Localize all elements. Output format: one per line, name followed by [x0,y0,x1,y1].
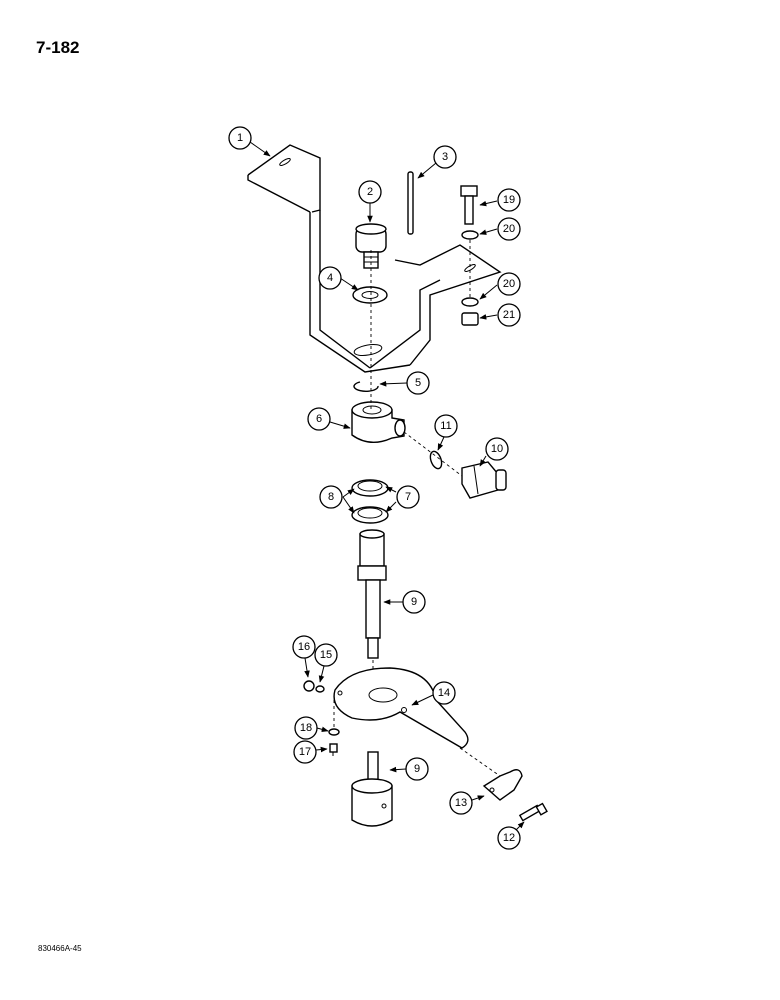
callout-9-upper-label: 9 [411,596,417,608]
callout-9-lower-label: 9 [414,763,420,775]
callout-21: 21 [497,303,521,327]
callout-8: 8 [319,485,343,509]
callout-7-label: 7 [405,491,411,503]
flat-washer-part-top [461,230,479,240]
lever-part [333,667,469,749]
callout-11-label: 11 [440,420,451,432]
callout-3-label: 3 [442,151,448,163]
callout-20-upper-label: 20 [503,223,515,235]
screw-part [329,743,338,756]
callout-8-label: 8 [328,491,334,503]
callout-20-upper: 20 [497,217,521,241]
grease-fitting-part [355,223,387,269]
callout-12: 12 [497,826,521,850]
callout-1-label: 1 [237,132,243,144]
callout-15-label: 15 [320,649,332,661]
callout-3: 3 [433,145,457,169]
callout-18-label: 18 [300,722,312,734]
callout-4: 4 [318,266,342,290]
callout-17-label: 17 [299,746,311,758]
callout-2: 2 [358,180,382,204]
callout-10: 10 [485,437,509,461]
callout-19-label: 19 [503,194,515,206]
callout-10-label: 10 [491,443,503,455]
shaft-end-part [351,751,393,827]
cap-screw-part [460,185,478,225]
callout-7: 7 [396,485,420,509]
nut-part [303,680,315,692]
shaft-part [357,529,387,659]
washer-part [352,286,388,304]
flat-washer-part-bottom [461,297,479,307]
callout-13-label: 13 [455,797,467,809]
callout-14-label: 14 [438,687,450,699]
callout-17: 17 [293,740,317,764]
seal-parts [351,479,389,524]
page-number: 7-182 [36,38,80,57]
small-washer-part [328,728,340,736]
callout-5-label: 5 [415,377,421,389]
callout-20-lower: 20 [497,272,521,296]
callout-5: 5 [406,371,430,395]
rod-part [407,171,414,235]
callout-16: 16 [292,635,316,659]
hex-nut-part [461,312,479,326]
callout-11: 11 [434,414,458,438]
callout-12-label: 12 [503,832,515,844]
callout-18: 18 [294,716,318,740]
callout-4-label: 4 [327,272,333,284]
elbow-fitting-part [461,461,507,499]
callout-2-label: 2 [367,186,373,198]
callout-6: 6 [307,407,331,431]
callout-14: 14 [432,681,456,705]
bracket-part [247,144,502,373]
housing-part [351,401,406,443]
callout-16-label: 16 [298,641,310,653]
clamp-part [482,769,523,801]
figure-code: 830466A-45 [38,944,82,953]
bolt-part [518,802,548,822]
callout-9-upper: 9 [402,590,426,614]
callout-9-lower: 9 [405,757,429,781]
callout-20-lower-label: 20 [503,278,515,290]
callout-6-label: 6 [316,413,322,425]
lock-washer-part [315,685,325,693]
callout-1: 1 [228,126,252,150]
callout-21-label: 21 [503,309,515,321]
o-ring-part [429,450,443,470]
snap-ring-part [353,381,379,393]
callout-13: 13 [449,791,473,815]
leader-lines [249,141,525,833]
callout-15: 15 [314,643,338,667]
callout-19: 19 [497,188,521,212]
